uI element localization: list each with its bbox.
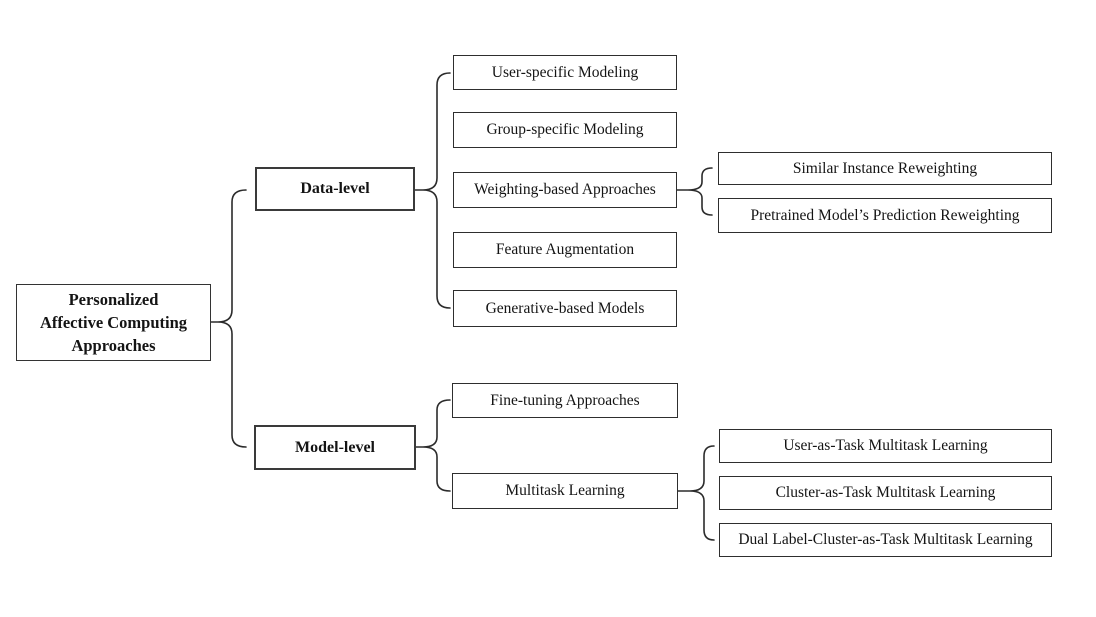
node-generative-based-models: Generative-based Models [453,290,677,327]
brace-multitask [677,445,715,541]
node-model-level: Model-level [254,425,416,470]
brace-root [210,189,247,448]
node-similar-instance-reweighting: Similar Instance Reweighting [718,152,1052,185]
brace-weighting [676,167,713,216]
root-label-line1: Personalized [68,289,159,309]
root-label-line3: Approaches [71,336,156,356]
node-dual-label-cluster-as-task-multitask-learning: Dual Label-Cluster-as-Task Multitask Lea… [719,523,1052,557]
node-feature-augmentation: Feature Augmentation [453,232,677,268]
node-user-as-task-multitask-learning: User-as-Task Multitask Learning [719,429,1052,463]
node-cluster-as-task-multitask-learning: Cluster-as-Task Multitask Learning [719,476,1052,510]
node-user-specific-modeling: User-specific Modeling [453,55,677,90]
node-multitask-learning: Multitask Learning [452,473,678,509]
brace-model-level [415,399,451,492]
node-group-specific-modeling: Group-specific Modeling [453,112,677,148]
node-pretrained-models-prediction-reweighting: Pretrained Model’s Prediction Reweightin… [718,198,1052,233]
brace-data-level [414,72,451,309]
node-fine-tuning-approaches: Fine-tuning Approaches [452,383,678,418]
node-data-level: Data-level [255,167,415,211]
root-label-line2: Affective Computing [39,312,188,332]
node-weighting-based-approaches: Weighting-based Approaches [453,172,677,208]
node-personalized-affective-computing-approaches: Personalized Affective Computing Approac… [16,284,211,361]
